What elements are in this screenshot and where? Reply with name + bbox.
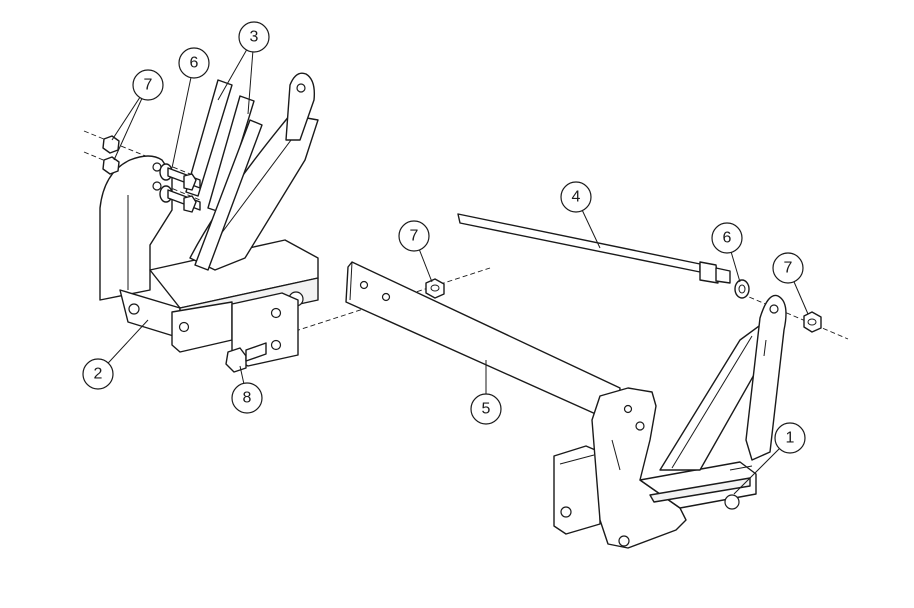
callout-6-right: 6 (711, 222, 743, 254)
callout-4-label: 4 (572, 189, 581, 206)
callout-6-left-label: 6 (190, 55, 199, 72)
brace-rod (457, 213, 731, 284)
callout-7-right-label: 7 (784, 260, 793, 277)
callout-2-label: 2 (94, 366, 103, 383)
callout-2: 2 (82, 358, 114, 390)
callout-7-right: 7 (772, 252, 804, 284)
clamp-plate (231, 292, 299, 367)
callout-3: 3 (238, 21, 270, 53)
callout-1: 1 (774, 422, 806, 454)
hex-bolt (225, 342, 267, 373)
callout-8-label: 8 (243, 390, 252, 407)
callout-6-left: 6 (178, 47, 210, 79)
callout-7-center: 7 (398, 220, 430, 252)
callout-3-label: 3 (250, 29, 259, 46)
callout-4: 4 (560, 181, 592, 213)
center-nut (425, 278, 445, 299)
callout-1-label: 1 (786, 430, 795, 447)
callout-7-left: 7 (132, 69, 164, 101)
callout-7-center-label: 7 (410, 228, 419, 245)
right-hardware (734, 279, 822, 333)
right-mount-bracket (553, 294, 787, 549)
callout-7-left-label: 7 (144, 77, 153, 94)
left-hardware (102, 135, 201, 213)
callout-6-right-label: 6 (723, 230, 732, 247)
callout-8: 8 (231, 382, 263, 414)
callout-5-label: 5 (482, 401, 491, 418)
callout-5: 5 (470, 393, 502, 425)
